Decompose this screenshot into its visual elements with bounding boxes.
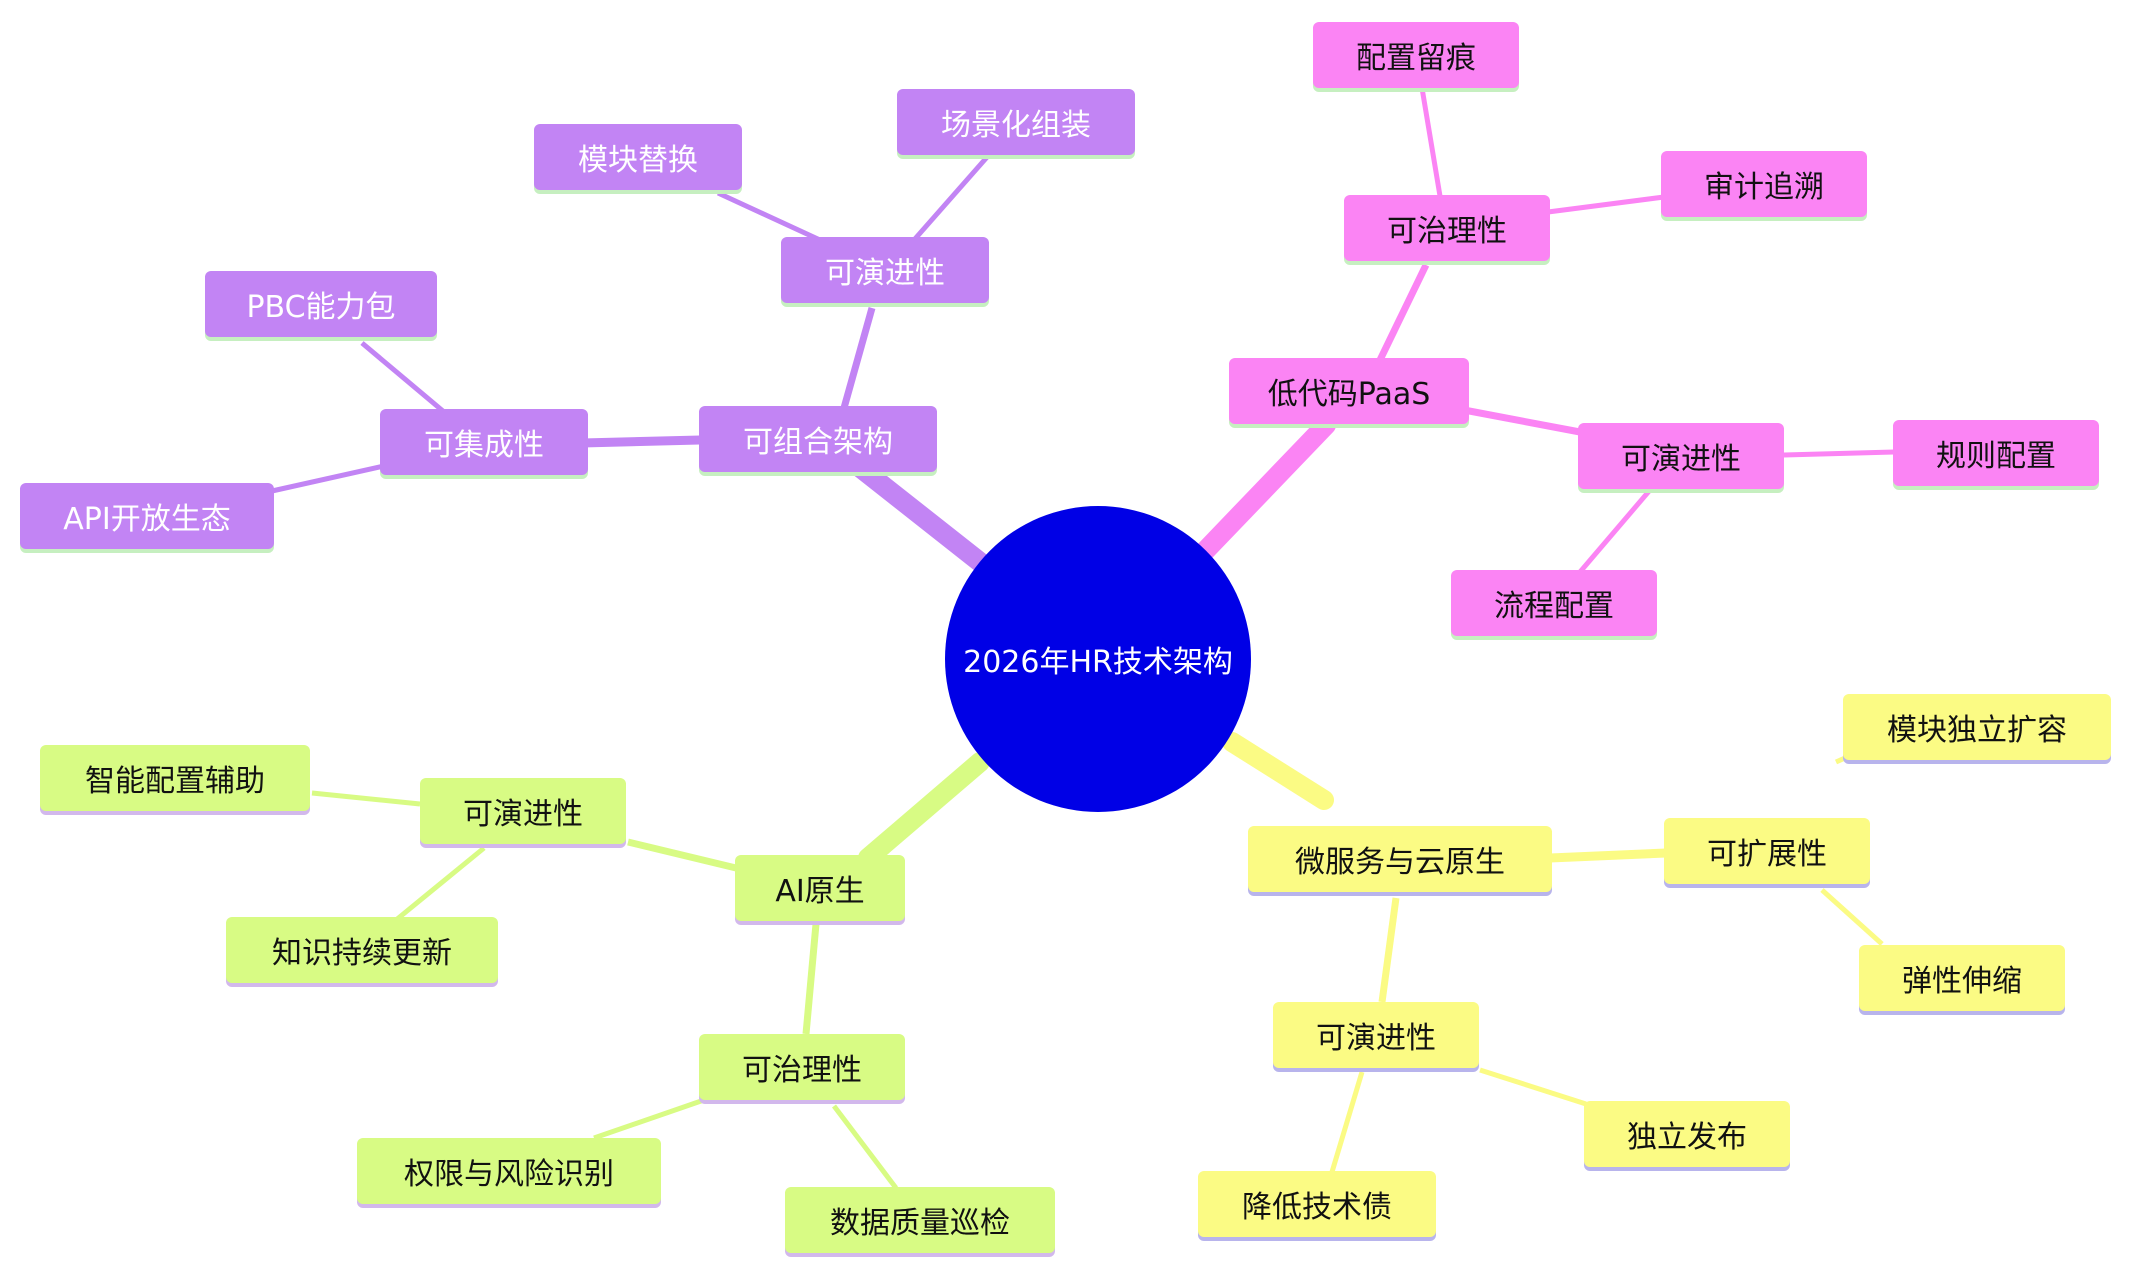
node-microservice-evolvability[interactable]: 可演进性: [1273, 1002, 1479, 1068]
node-smart-config-assist[interactable]: 智能配置辅助: [40, 745, 310, 811]
node-flow-config[interactable]: 流程配置: [1451, 570, 1657, 636]
node-reduce-tech-debt[interactable]: 降低技术债: [1198, 1171, 1436, 1237]
node-lowcode-paas[interactable]: 低代码PaaS: [1229, 358, 1469, 424]
edge-governability-audit: [1547, 194, 1665, 215]
node-ai-native[interactable]: AI原生: [735, 855, 905, 921]
node-module-replace[interactable]: 模块替换: [534, 124, 742, 190]
node-permission-risk[interactable]: 权限与风险识别: [357, 1138, 661, 1204]
node-composable-architecture[interactable]: 可组合架构: [699, 406, 937, 472]
edge-integrability-api: [271, 463, 385, 494]
root-node[interactable]: 2026年HR技术架构: [945, 506, 1251, 812]
node-module-scale-out[interactable]: 模块独立扩容: [1843, 694, 2111, 760]
edge-evolvability-assist: [311, 790, 421, 807]
edge-evolvability-rule: [1783, 449, 1895, 458]
edge-ai-evolvability: [627, 838, 737, 872]
node-scenario-assembly[interactable]: 场景化组装: [897, 89, 1135, 155]
edge-root-lowcode: [1196, 415, 1336, 560]
node-audit-trace[interactable]: 审计追溯: [1661, 151, 1867, 217]
edge-evolvability-knowledge: [394, 846, 486, 922]
edge-governability-quality: [832, 1104, 898, 1190]
node-lowcode-governability[interactable]: 可治理性: [1344, 195, 1550, 261]
edge-root-ai: [858, 752, 990, 868]
node-data-quality-check[interactable]: 数据质量巡检: [785, 1187, 1055, 1253]
node-microservice-cloudnative[interactable]: 微服务与云原生: [1248, 826, 1552, 892]
edge-governability-risk: [593, 1097, 705, 1141]
edge-microservice-evolvability: [1378, 897, 1400, 1003]
edge-evolvability-flow: [1578, 488, 1652, 574]
edge-root-microservice: [1222, 732, 1334, 810]
node-composable-integrability[interactable]: 可集成性: [380, 409, 588, 475]
edge-evolvability-replace: [716, 190, 822, 243]
node-pbc-package[interactable]: PBC能力包: [205, 271, 437, 337]
edge-ai-governability: [802, 923, 820, 1035]
edge-integrability-pbc: [360, 341, 458, 424]
node-lowcode-evolvability[interactable]: 可演进性: [1578, 423, 1784, 489]
edge-scalability-elastic: [1820, 888, 1884, 946]
edge-evolvability-assemble: [912, 154, 990, 242]
edge-lowcode-governability: [1376, 263, 1430, 362]
edge-lowcode-evolvability: [1463, 406, 1581, 436]
node-knowledge-update[interactable]: 知识持续更新: [226, 917, 498, 983]
edge-composable-evolvability: [840, 307, 876, 409]
node-config-trace[interactable]: 配置留痕: [1313, 22, 1519, 88]
node-ai-governability[interactable]: 可治理性: [699, 1034, 905, 1100]
node-rule-config[interactable]: 规则配置: [1893, 420, 2099, 486]
edge-root-composable: [838, 448, 1000, 580]
edge-evolvability-release: [1479, 1067, 1587, 1107]
node-independent-release[interactable]: 独立发布: [1584, 1101, 1790, 1167]
node-elastic-scaling[interactable]: 弹性伸缩: [1859, 945, 2065, 1011]
edge-evolvability-debt: [1329, 1071, 1365, 1173]
node-ai-evolvability[interactable]: 可演进性: [420, 778, 626, 844]
edge-microservice-scalability: [1549, 848, 1667, 863]
node-api-ecosystem[interactable]: API开放生态: [20, 483, 274, 549]
node-composable-evolvability[interactable]: 可演进性: [781, 237, 989, 303]
edge-composable-integrability: [581, 435, 701, 448]
edge-governability-trace: [1419, 87, 1443, 197]
node-microservice-scalability[interactable]: 可扩展性: [1664, 818, 1870, 884]
